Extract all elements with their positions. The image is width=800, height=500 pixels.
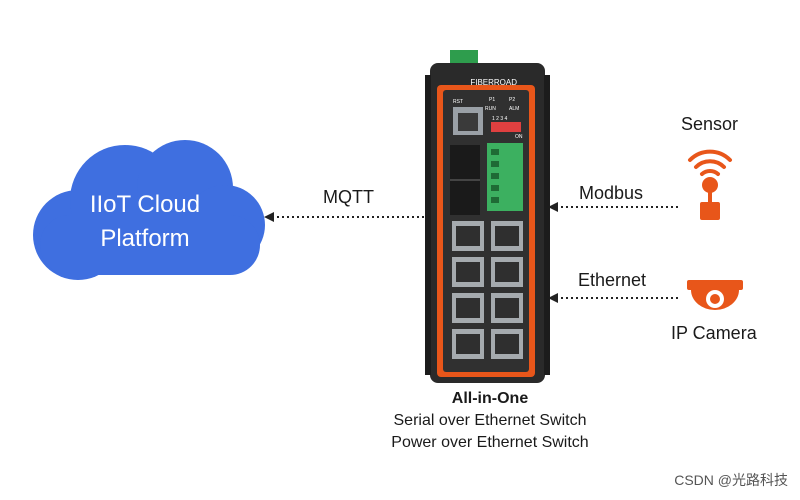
alm-label: ALM: [509, 106, 519, 112]
ethernet-label: Ethernet: [578, 270, 647, 290]
on-label: ON: [515, 134, 523, 140]
switch-device: FIBERROAD RST P1 P2 RUN ALM 1 2 3 4 ON: [425, 50, 550, 383]
caption-line2: Power over Ethernet Switch: [391, 434, 589, 451]
dip-switch: [491, 122, 521, 132]
modbus-label: Modbus: [579, 183, 644, 203]
camera-icon: [687, 280, 743, 310]
mqtt-arrowhead: [264, 212, 274, 222]
sensor-label: Sensor: [681, 114, 739, 134]
cloud-label-line1: IIoT Cloud: [89, 191, 201, 218]
ethernet-arrowhead: [548, 293, 558, 303]
p1-label: P1: [489, 97, 495, 103]
mqtt-label: MQTT: [323, 187, 374, 207]
camera-label: IP Camera: [671, 323, 757, 343]
modbus-arrowhead: [548, 202, 558, 212]
caption-title: All-in-One: [451, 390, 529, 407]
cloud-label: IIoT Cloud Platform: [55, 188, 235, 256]
sensor-icon: [688, 149, 732, 220]
switch-brand: FIBERROAD: [470, 78, 517, 87]
p2-label: P2: [509, 97, 515, 103]
rst-label: RST: [453, 99, 463, 105]
run-label: RUN: [485, 106, 496, 112]
dip-label: 1 2 3 4: [492, 116, 508, 122]
caption-line1: Serial over Ethernet Switch: [393, 412, 587, 429]
cloud-label-line2: Platform: [100, 225, 190, 252]
watermark: CSDN @光路科技: [674, 472, 788, 488]
